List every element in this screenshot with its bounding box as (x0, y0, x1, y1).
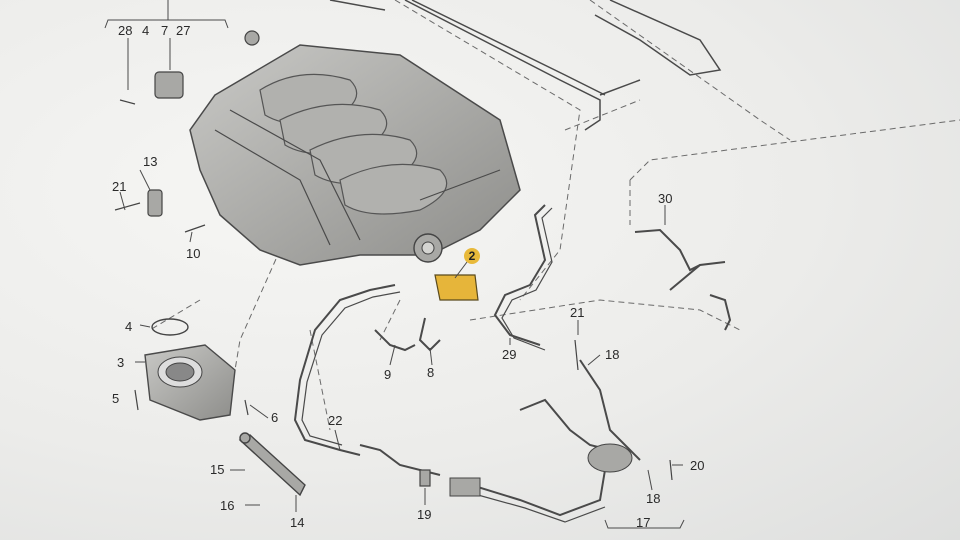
callout-19: 19 (417, 507, 432, 522)
callout-16: 16 (220, 498, 235, 513)
top-pipes (329, 0, 722, 131)
bracket-lines (104, 0, 685, 529)
callout-10: 10 (186, 246, 201, 261)
callout-27: 27 (176, 23, 191, 38)
throttle-body (144, 318, 236, 421)
callout-4-ring: 4 (125, 319, 133, 334)
callout-13: 13 (143, 154, 158, 169)
hose-junction (587, 443, 633, 473)
callout-8: 8 (427, 365, 435, 380)
callout-14: 14 (290, 515, 305, 530)
callout-21: 21 (112, 179, 127, 194)
callout-3: 3 (117, 355, 125, 370)
bracket-14 (238, 432, 306, 497)
hose-29 (493, 204, 553, 351)
hose-22 (293, 284, 441, 476)
callout-6: 6 (271, 410, 279, 425)
callout-4: 4 (142, 23, 150, 38)
callout-15: 15 (210, 462, 225, 477)
callout-18-upper: 18 (605, 347, 620, 362)
leader-lines (149, 0, 960, 431)
callout-2-highlighted: 2 (464, 248, 480, 264)
callout-9: 9 (384, 367, 392, 382)
callout-29: 29 (502, 347, 517, 362)
callout-28: 28 (118, 23, 133, 38)
intake-manifold (189, 44, 521, 266)
lower-hoses (454, 359, 641, 523)
callout-30: 30 (658, 191, 673, 206)
callout-20: 20 (690, 458, 705, 473)
callout-5: 5 (112, 391, 120, 406)
callout-18-lower: 18 (646, 491, 661, 506)
hose-30 (634, 228, 732, 331)
callout-7: 7 (161, 23, 169, 38)
hoses-8-9 (374, 317, 441, 352)
small-parts (114, 30, 673, 487)
callout-22: 22 (328, 413, 343, 428)
callout-21-right: 21 (570, 305, 585, 320)
hose-connector (449, 477, 481, 497)
callout-17: 17 (636, 515, 651, 530)
